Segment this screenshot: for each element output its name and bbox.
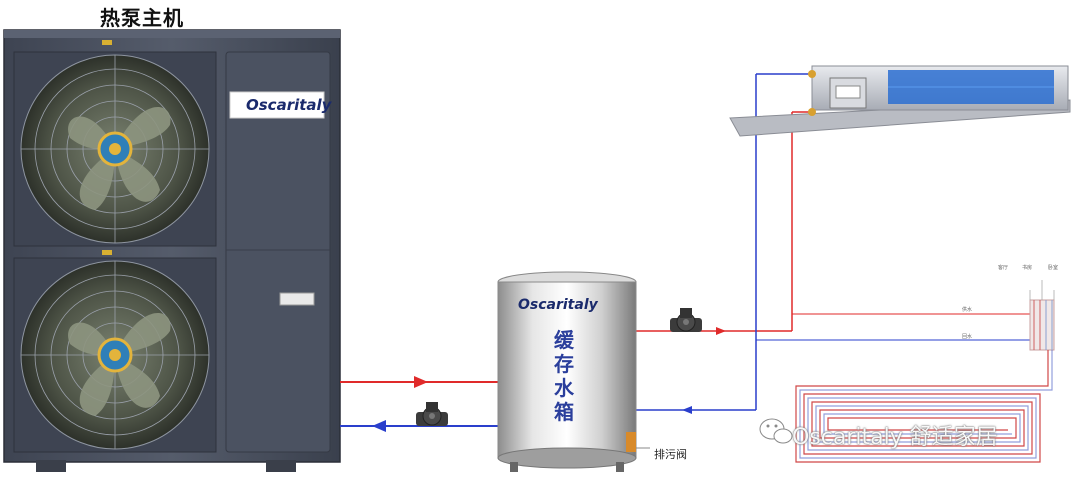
flow-arrow-icon [414,376,428,388]
tank-brand-logo: Oscaritaly [518,297,598,313]
unit-brand-logo: Oscaritaly [246,96,332,114]
tank-label: 缓存水箱 [554,328,574,424]
pipe-label-return: 回水 [962,334,973,340]
fan-icon [13,51,217,247]
pump-icon [416,402,448,426]
manifold [1029,280,1055,351]
fan-icon [13,257,217,453]
buffer-tank [497,271,637,472]
pipe-label-supply: 供水 [962,307,973,313]
floor-heating-loop [795,350,1053,463]
wechat-icon [759,418,793,444]
heat-pump-title: 热泵主机 [100,6,184,30]
flow-arrow-icon [716,327,726,335]
drain-valve-label: 排污阀 [654,448,687,461]
flow-arrow-icon [682,406,692,414]
pump-icon [670,308,702,332]
manifold-label-study: 书房 [1022,265,1033,271]
flow-arrow-icon [372,420,386,432]
manifold-label-living: 客厅 [998,265,1009,271]
watermark: Oscaritaly 舒适家居 [792,425,998,450]
valve-icon [626,432,650,452]
manifold-label-bedroom: 卧室 [1048,265,1059,271]
fan-coil-unit [729,65,1071,137]
